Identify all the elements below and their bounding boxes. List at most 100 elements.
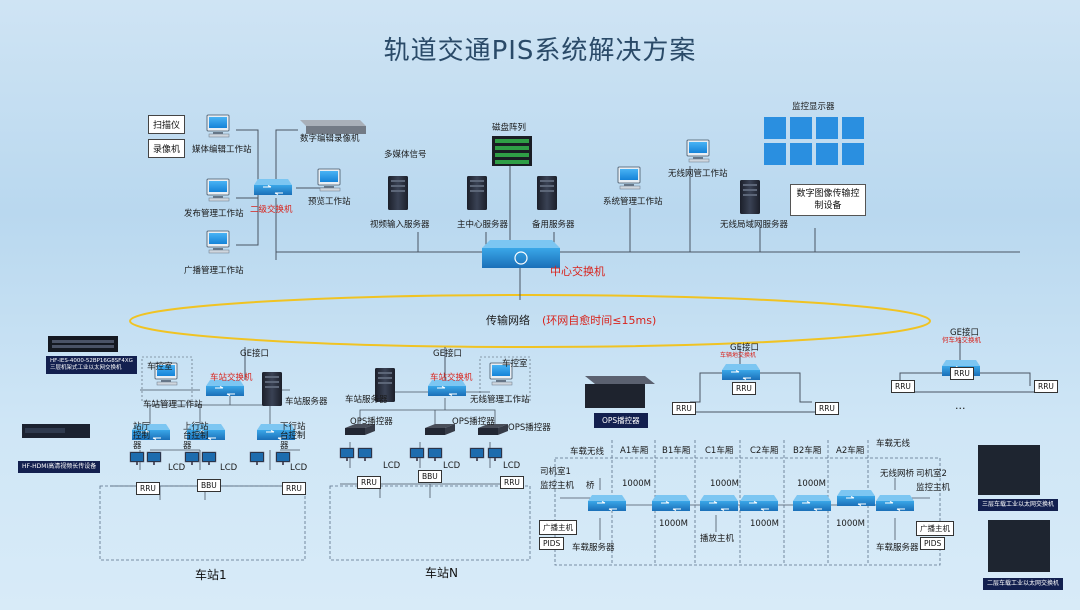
right-ge-label-2: GE接口 bbox=[950, 328, 979, 338]
digital-image-ctrl-box: 数字图像传输控制设备 bbox=[790, 184, 866, 217]
station1-rru-1: RRU bbox=[136, 482, 160, 495]
transmission-ring bbox=[129, 294, 931, 348]
digital-recorder-label: 数字编辑录像机 bbox=[300, 134, 360, 144]
wireless-lan-server-icon bbox=[740, 180, 760, 214]
system-mgmt-label: 系统管理工作站 bbox=[603, 197, 663, 207]
car-c2: C2车厢 bbox=[750, 446, 779, 456]
main-center-server-icon bbox=[467, 176, 487, 210]
pids-left: PIDS bbox=[539, 537, 565, 550]
car-b2: B2车厢 bbox=[793, 446, 822, 456]
onboard-server-right: 车载服务器 bbox=[876, 543, 919, 553]
ring-sub-label: (环网自愈时间≤15ms) bbox=[542, 314, 657, 327]
recorder-device-icon bbox=[300, 120, 366, 134]
broadcast-ws-label: 广播管理工作站 bbox=[184, 266, 244, 276]
car-a1: A1车厢 bbox=[620, 446, 649, 456]
industrial-eth-tag: 三层车载工业以太网交换机 bbox=[978, 499, 1059, 511]
speed-3: 1000M bbox=[797, 479, 826, 489]
main-server-label: 主中心服务器 bbox=[457, 220, 509, 230]
wireless-net-pc-icon bbox=[686, 139, 710, 163]
onboard-wireless-left: 车载无线 bbox=[570, 447, 605, 457]
train-switch0-icon bbox=[587, 494, 627, 512]
switch-model-text: HF-IES-4000-52BP16G8SF4XG bbox=[50, 358, 133, 364]
right-rru-1: RRU bbox=[672, 402, 696, 415]
stationN-rru-2: RRU bbox=[500, 476, 524, 489]
station1-lcds bbox=[129, 451, 291, 466]
car-b1: B1车厢 bbox=[662, 446, 691, 456]
stationN-label: 车站N bbox=[425, 566, 458, 580]
video-input-server-icon bbox=[388, 176, 408, 210]
lcd-label-1: LCD bbox=[168, 463, 186, 473]
industrial-switch2-icon bbox=[988, 520, 1050, 572]
broadcast-host-right: 广播主机 bbox=[916, 521, 954, 536]
onboard-switch-icon bbox=[721, 363, 761, 381]
secondary-switch-label: 二级交换机 bbox=[250, 205, 293, 215]
right-rru-2: RRU bbox=[815, 402, 839, 415]
upper-ctrl-label: 上行站台控制器 bbox=[183, 422, 209, 451]
station1-switch-rack-icon bbox=[48, 336, 118, 352]
station1-server-label: 车站服务器 bbox=[285, 397, 328, 407]
train-switch6-icon bbox=[875, 494, 915, 512]
lcd-label-3: LCD bbox=[290, 463, 308, 473]
bridge-label: 桥 bbox=[586, 481, 595, 491]
industrial-eth2-tag: 二层车载工业以太网交换机 bbox=[983, 578, 1064, 590]
cab2-label: 司机室2 bbox=[916, 469, 947, 479]
speed-1: 1000M bbox=[622, 479, 651, 489]
page-title: 轨道交通PIS系统解决方案 bbox=[383, 36, 697, 66]
stationN-wireless-label: 无线管理工作站 bbox=[470, 395, 530, 405]
ring-label: 传输网络 bbox=[486, 314, 530, 327]
onboard-switch-label: 车辆地交换机 bbox=[720, 352, 757, 359]
wireless-net-ws-label: 无线网管工作站 bbox=[668, 169, 728, 179]
ops-player2-icon bbox=[425, 424, 455, 435]
wireless-lan-server-label: 无线局域网服务器 bbox=[720, 220, 789, 230]
train-switch4-icon bbox=[792, 494, 832, 512]
center-switch-icon bbox=[482, 240, 560, 268]
preview-pc-icon bbox=[317, 168, 341, 192]
switch-desc-text: 三层机架式工业以太网交换机 bbox=[50, 365, 122, 372]
lcdN-label-3: LCD bbox=[503, 461, 521, 471]
ops-label-1: OPS播控器 bbox=[350, 417, 393, 427]
industrial-switch-icon bbox=[978, 445, 1040, 495]
station-frames bbox=[141, 356, 531, 402]
right-rru-top2: RRU bbox=[950, 367, 974, 380]
train-switch3-icon bbox=[739, 494, 779, 512]
broadcast-host-left: 广播主机 bbox=[539, 520, 577, 535]
ring-drops bbox=[244, 262, 1045, 413]
station1-rru-2: RRU bbox=[282, 482, 306, 495]
lcd-label-2: LCD bbox=[220, 463, 238, 473]
hdmi-device-icon bbox=[22, 424, 90, 438]
scanner-label: 扫描仪 bbox=[148, 115, 186, 134]
monitor-host-left: 监控主机 bbox=[540, 481, 575, 491]
station1-switch-label: 车站交换机 bbox=[210, 373, 253, 383]
train-switch1-icon bbox=[651, 494, 691, 512]
cab1-label: 司机室1 bbox=[540, 467, 571, 477]
ops-label-3: OPS播控器 bbox=[508, 423, 551, 433]
disk-array-label: 磁盘阵列 bbox=[492, 123, 527, 133]
station1-room-label: 车控室 bbox=[147, 362, 173, 372]
stationN-room-label: 车控室 bbox=[502, 359, 528, 369]
station1-server-icon bbox=[262, 372, 282, 406]
ops-player-big-icon bbox=[585, 376, 655, 408]
train-switch2-icon bbox=[699, 494, 739, 512]
hdmi-tag: HF-HDMI高清视频长传设备 bbox=[18, 461, 101, 473]
speed-6: 1000M bbox=[836, 519, 865, 529]
hall-ctrl-label: 站厅控制器 bbox=[133, 422, 151, 451]
preview-ws-label: 预览工作站 bbox=[308, 197, 351, 207]
stationN-bbu: BBU bbox=[418, 470, 442, 483]
system-mgmt-pc-icon bbox=[617, 166, 641, 190]
station1-mgmt-label: 车站管理工作站 bbox=[143, 400, 203, 410]
pids-right: PIDS bbox=[920, 537, 946, 550]
backup-server-label: 备用服务器 bbox=[532, 220, 575, 230]
ops-label-2: OPS播控器 bbox=[452, 417, 495, 427]
stationN-rru-1: RRU bbox=[357, 476, 381, 489]
broadcast-pc-icon bbox=[206, 230, 230, 254]
onboard-wireless-right: 车载无线 bbox=[876, 439, 911, 449]
playback-host-label: 播放主机 bbox=[700, 534, 735, 544]
lcdN-label-2: LCD bbox=[443, 461, 461, 471]
onboard-switch2-label: 何车地交换机 bbox=[942, 336, 981, 344]
lcdN-label-1: LCD bbox=[383, 461, 401, 471]
backup-server-icon bbox=[537, 176, 557, 210]
right-rru-3: RRU bbox=[891, 380, 915, 393]
right-rru-4: RRU bbox=[1034, 380, 1058, 393]
stationN-ge-label: GE接口 bbox=[433, 349, 462, 359]
